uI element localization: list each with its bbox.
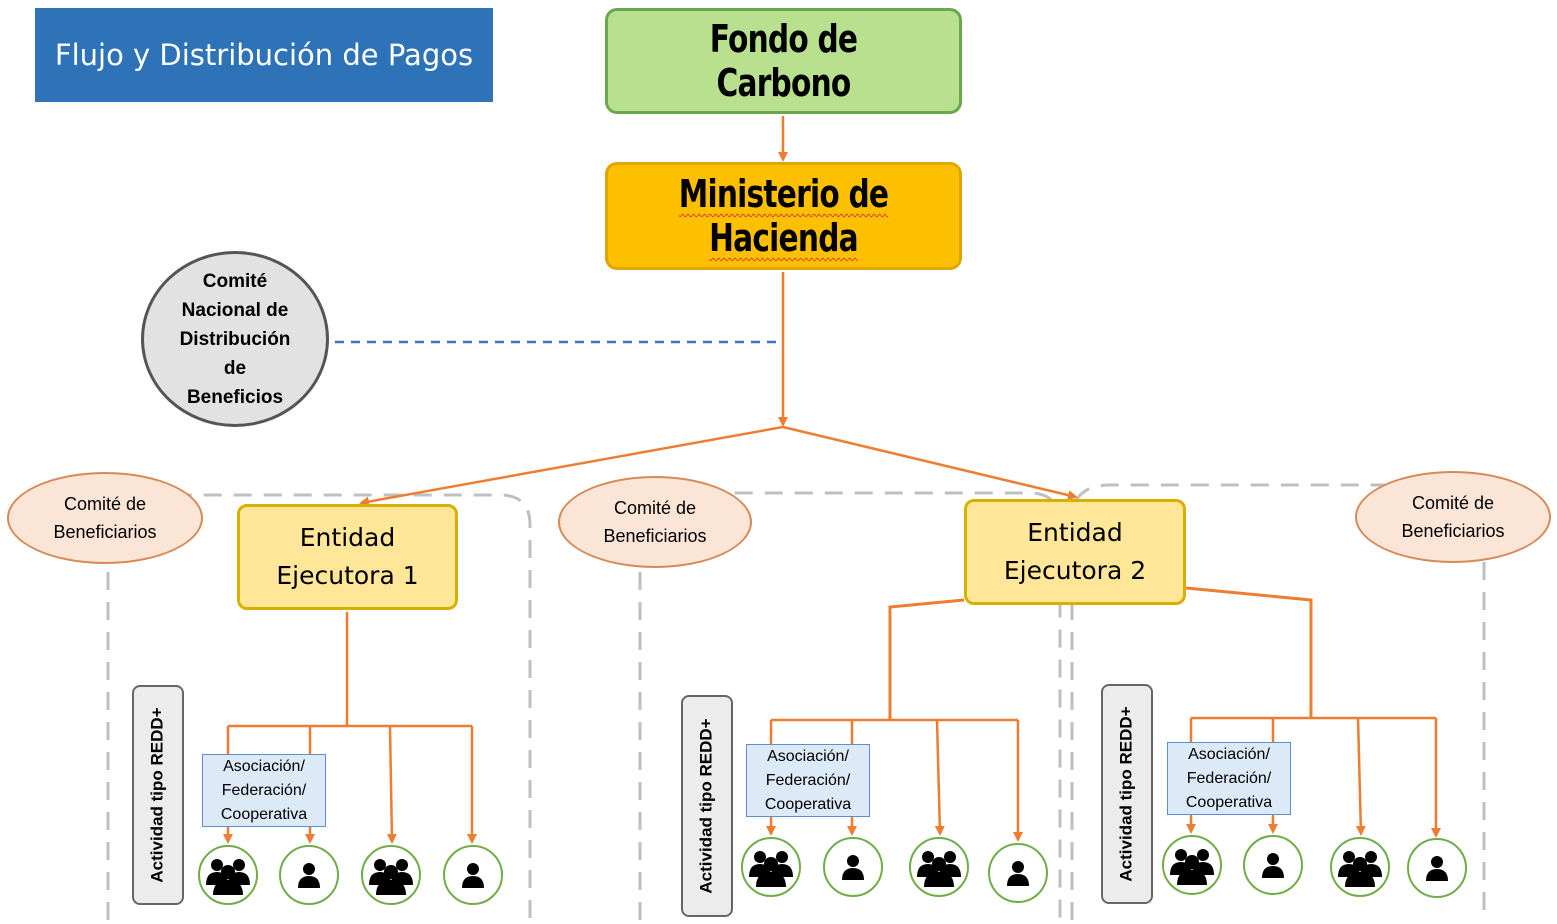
- asociacion-box-3: Asociación/ Federación/ Cooperativa: [1167, 742, 1291, 815]
- asoc-line: Cooperativa: [764, 795, 852, 813]
- actividad-redd-label-3: Actividad tipo REDD+: [1101, 684, 1153, 904]
- person-icon: [823, 837, 883, 897]
- person-icon: [1407, 838, 1467, 898]
- tree-entidad-2: [888, 586, 1313, 720]
- comite-nacional-line: Distribución: [179, 328, 291, 350]
- asoc-line: Cooperativa: [220, 805, 308, 823]
- comite-nacional-line: Nacional de: [181, 299, 289, 321]
- comite-beneficiarios-1: Comité de Beneficiarios: [7, 472, 203, 564]
- actividad-text: Actividad tipo REDD+: [148, 707, 167, 883]
- person-icon: [988, 843, 1048, 903]
- comite-ben-line: Comité de: [63, 494, 147, 514]
- comite-nacional-line: Beneficios: [186, 386, 284, 408]
- comite-ben-line: Comité de: [1411, 493, 1495, 513]
- comite-ben-line: Comité de: [613, 498, 697, 518]
- group-icon: [741, 837, 801, 897]
- arrow-to-entidad2: [782, 425, 1078, 501]
- group-icon: [1330, 837, 1390, 897]
- ministerio-de-hacienda-box: Ministerio de Hacienda: [605, 162, 962, 270]
- comite-ben-line: Beneficiarios: [1401, 521, 1505, 541]
- ministerio-label: Ministerio de Hacienda: [678, 172, 889, 260]
- group-icon: [198, 845, 258, 905]
- actividad-text: Actividad tipo REDD+: [1117, 706, 1136, 882]
- comite-nacional-line: de: [223, 357, 247, 379]
- group-icon: [361, 845, 421, 905]
- entidad-ejecutora-1-box: Entidad Ejecutora 1: [237, 504, 458, 610]
- asoc-line: Federación/: [765, 771, 851, 789]
- entidad-line: Entidad: [1027, 518, 1123, 547]
- asoc-line: Asociación/: [1188, 745, 1270, 763]
- actividad-redd-label-1: Actividad tipo REDD+: [132, 685, 184, 905]
- comite-nacional-line: Comité: [202, 270, 268, 292]
- asoc-line: Cooperativa: [1185, 793, 1273, 811]
- asoc-line: Asociación/: [767, 747, 849, 765]
- arrow-to-entidad1: [359, 425, 784, 507]
- comite-beneficiarios-2: Comité de Beneficiarios: [558, 476, 752, 568]
- comite-ben-line: Beneficiarios: [53, 522, 157, 542]
- asoc-line: Federación/: [221, 781, 307, 799]
- actividad-redd-label-2: Actividad tipo REDD+: [681, 695, 733, 917]
- asoc-line: Federación/: [1186, 769, 1272, 787]
- entidad-line: Ejecutora 2: [1003, 556, 1147, 585]
- entidad-ejecutora-2-box: Entidad Ejecutora 2: [964, 499, 1186, 605]
- asociacion-box-1: Asociación/ Federación/ Cooperativa: [202, 754, 326, 827]
- diagram-title-text: Flujo y Distribución de Pagos: [54, 38, 474, 72]
- comite-nacional-circle: Comité Nacional de Distribución de Benef…: [141, 251, 329, 427]
- fondo-de-carbono-box: Fondo de Carbono: [605, 8, 962, 114]
- diagram-title: Flujo y Distribución de Pagos: [35, 8, 493, 102]
- person-icon: [443, 845, 503, 905]
- comite-beneficiarios-3: Comité de Beneficiarios: [1355, 471, 1551, 563]
- group-outline-1: [106, 493, 532, 920]
- group-outline-3: [1070, 483, 1486, 920]
- fondo-label: Fondo de Carbono: [709, 17, 858, 105]
- person-icon: [1243, 835, 1303, 895]
- group-icon: [1162, 835, 1222, 895]
- main-flow: [359, 116, 1078, 507]
- actividad-text: Actividad tipo REDD+: [697, 718, 716, 894]
- comite-ben-line: Beneficiarios: [603, 526, 707, 546]
- entidad-line: Ejecutora 1: [276, 561, 419, 590]
- person-icon: [279, 845, 339, 905]
- asoc-line: Asociación/: [223, 757, 305, 775]
- group-icon: [909, 837, 969, 897]
- entidad-line: Entidad: [299, 523, 396, 552]
- asociacion-box-2: Asociación/ Federación/ Cooperativa: [746, 744, 870, 817]
